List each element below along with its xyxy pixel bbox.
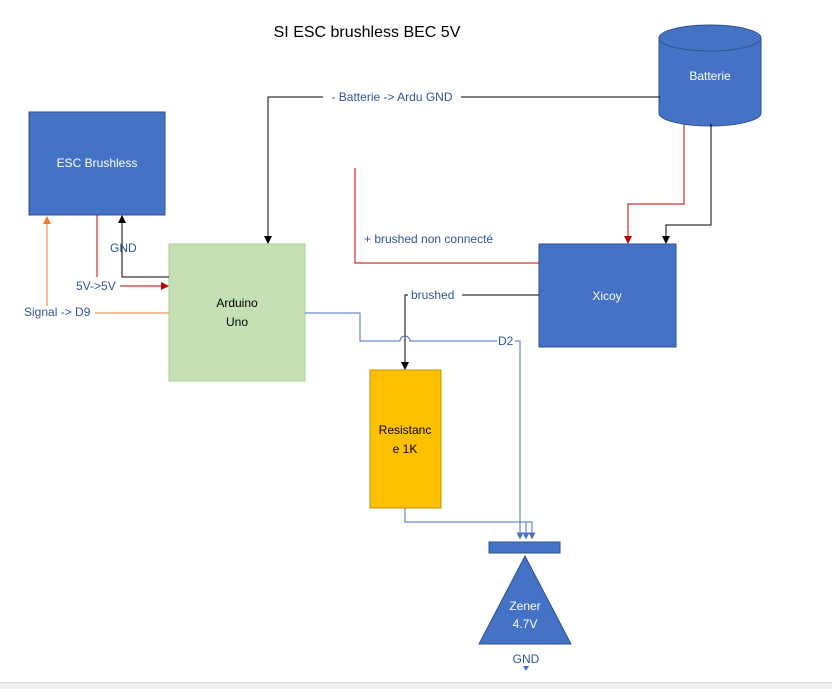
wire-batterie-xicoy-black (662, 124, 712, 244)
wire-arduino-esc-gnd: GND (110, 215, 169, 278)
label-d2: D2 (498, 334, 514, 348)
zener-label-line1: Zener (509, 599, 540, 613)
resistance-label-line1: Resistanc (379, 423, 432, 437)
wire-batterie-xicoy-red (624, 124, 685, 244)
diagram-title: SI ESC brushless BEC 5V (274, 24, 461, 41)
zener-gnd: GND (513, 652, 540, 671)
zener-label-line2: 4.7V (513, 617, 538, 631)
resistance-node: Resistanc e 1K (369, 369, 442, 509)
label-brushed-non-connecte: + brushed non connecté (364, 232, 493, 246)
wire-resistance-zener (404, 508, 536, 540)
arduino-label-line2: Uno (226, 315, 248, 329)
label-brushed: brushed (411, 288, 454, 302)
zener-node: Zener 4.7V (478, 541, 572, 645)
label-gnd-zener: GND (513, 652, 540, 666)
wire-signal-d9: Signal -> D9 (24, 216, 169, 319)
xicoy-node: Xicoy (538, 243, 677, 348)
arduino-label-line1: Arduino (216, 296, 258, 310)
resistance-label-line2: e 1K (393, 442, 418, 456)
wire-xicoy-resistance: brushed (401, 288, 539, 370)
wire-brushed-non-connecte: + brushed non connecté (354, 168, 539, 264)
canvas-bottom-bar (0, 682, 832, 689)
wire-esc-arduino-5v: 5V->5V (76, 215, 169, 293)
label-5v-5v: 5V->5V (76, 279, 116, 293)
wire-arduino-d2-zener: D2 (305, 312, 524, 540)
batterie-node: Batterie (658, 24, 762, 127)
esc-brushless-node: ESC Brushless (28, 111, 166, 216)
label-gnd-esc: GND (110, 241, 137, 255)
gnd-arrow-icon (523, 666, 529, 671)
xicoy-label: Xicoy (592, 289, 621, 303)
batterie-label: Batterie (689, 69, 731, 83)
arduino-uno-node: Arduino Uno (168, 243, 306, 382)
esc-brushless-label: ESC Brushless (57, 156, 138, 170)
label-batterie-ardu-gnd: - Batterie -> Ardu GND (331, 90, 452, 104)
label-signal-d9: Signal -> D9 (24, 305, 91, 319)
wire-batterie-arduino-gnd: - Batterie -> Ardu GND (264, 90, 660, 244)
